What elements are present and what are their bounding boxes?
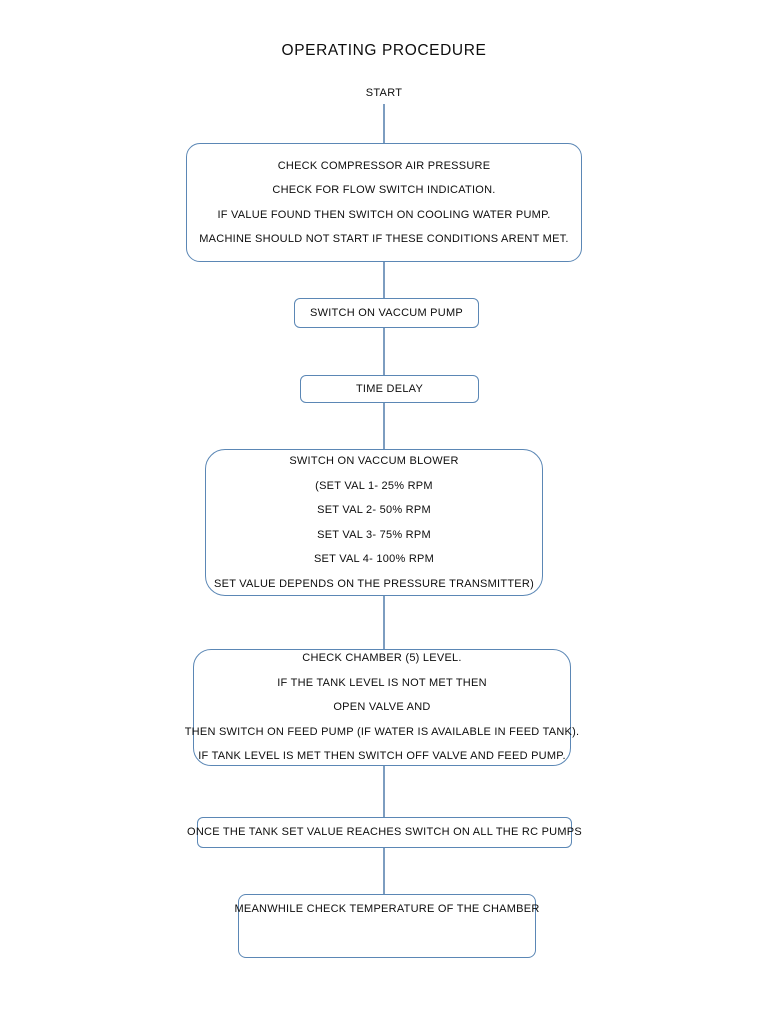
connector-start-to-check-pressure [383,104,385,144]
node-vacuum-blower-line-5: SET VAL 4- 100% RPM [313,553,435,565]
node-check-pressure[interactable]: CHECK COMPRESSOR AIR PRESSURE CHECK FOR … [186,143,582,262]
node-check-pressure-line-4: MACHINE SHOULD NOT START IF THESE CONDIT… [199,233,569,245]
connector-vacuum-pump-to-time-delay [383,328,385,375]
node-chamber-level-line-3: OPEN VALVE AND [333,701,431,714]
page-title: OPERATING PROCEDURE [281,42,487,59]
node-check-temp-label: MEANWHILE CHECK TEMPERATURE OF THE CHAMB… [234,903,540,915]
node-rc-pumps[interactable]: ONCE THE TANK SET VALUE REACHES SWITCH O… [187,817,582,848]
node-chamber-level-line-2: IF THE TANK LEVEL IS NOT MET THEN [277,676,487,689]
node-time-delay-label: TIME DELAY [355,382,424,395]
connector-chamber-level-to-rc-pumps [383,766,385,817]
node-chamber-level-line-4: THEN SWITCH ON FEED PUMP (IF WATER IS AV… [184,725,580,738]
node-vacuum-blower-line-4: SET VAL 3- 75% RPM [317,528,431,541]
node-vacuum-blower-line-6: SET VALUE DEPENDS ON THE PRESSURE TRANSM… [214,577,534,590]
node-vacuum-blower-line-2: (SET VAL 1- 25% RPM [315,479,433,492]
node-rc-pumps-label: ONCE THE TANK SET VALUE REACHES SWITCH O… [187,826,582,839]
node-check-pressure-line-3: IF VALUE FOUND THEN SWITCH ON COOLING WA… [217,208,551,221]
node-vacuum-pump[interactable]: SWITCH ON VACCUM PUMP [294,298,479,328]
node-chamber-level-line-5: IF TANK LEVEL IS MET THEN SWITCH OFF VAL… [198,750,566,763]
node-vacuum-blower-line-1: SWITCH ON VACCUM BLOWER [289,455,459,467]
node-chamber-level[interactable]: CHECK CHAMBER (5) LEVEL. IF THE TANK LEV… [185,649,579,766]
node-vacuum-pump-label: SWITCH ON VACCUM PUMP [310,306,463,319]
node-check-temp[interactable]: MEANWHILE CHECK TEMPERATURE OF THE CHAMB… [234,894,539,958]
node-vacuum-blower-line-3: SET VAL 2- 50% RPM [317,504,431,516]
connector-rc-pumps-to-check-temp [383,848,385,894]
node-check-pressure-line-2: CHECK FOR FLOW SWITCH INDICATION. [272,184,496,196]
node-time-delay[interactable]: TIME DELAY [300,375,479,403]
node-vacuum-blower[interactable]: SWITCH ON VACCUM BLOWER (SET VAL 1- 25% … [205,449,543,596]
connector-time-delay-to-vacuum-blower [383,403,385,449]
start-label: START [365,87,403,99]
node-check-pressure-line-1: CHECK COMPRESSOR AIR PRESSURE [277,159,491,172]
node-chamber-level-line-1: CHECK CHAMBER (5) LEVEL. [302,652,462,665]
connector-check-pressure-to-vacuum-pump [383,262,385,298]
connector-vacuum-blower-to-chamber-level [383,596,385,649]
